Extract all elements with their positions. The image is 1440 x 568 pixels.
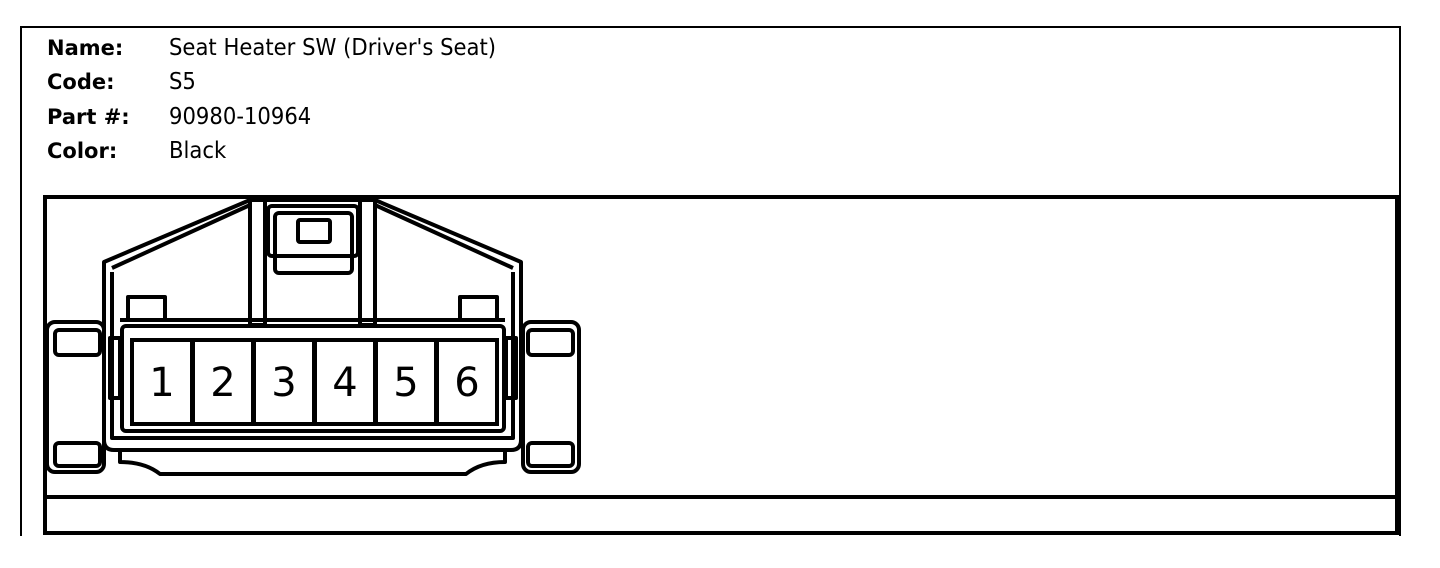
pin-label: 5	[393, 360, 418, 406]
pin-label: 1	[149, 360, 174, 406]
pin-label: 4	[332, 360, 357, 406]
pin-cell	[435, 338, 499, 426]
name-label: Name:	[47, 35, 124, 60]
pin-label: 3	[271, 360, 296, 406]
color-label: Color:	[47, 139, 118, 164]
housing-roof-left	[102, 198, 265, 305]
code-row: Code: S5	[47, 66, 747, 101]
pin-label: 6	[454, 360, 479, 406]
lock-tab-body	[273, 211, 354, 275]
side-latch-left-top	[53, 328, 102, 357]
connector-info-table: Name: Seat Heater SW (Driver's Seat) Cod…	[47, 31, 747, 169]
side-latch-right	[521, 320, 581, 474]
side-latch-right-bottom	[526, 441, 575, 468]
pin-labels: 1 2 3 4 5 6	[149, 360, 479, 406]
nub-right	[504, 336, 518, 400]
housing-skirt	[118, 450, 507, 476]
side-latch-left	[45, 320, 106, 474]
ledge-left	[126, 295, 167, 320]
pin-label: 2	[210, 360, 235, 406]
roof-inner-left	[111, 203, 251, 270]
color-value: Black	[169, 138, 227, 165]
housing-roof-right	[360, 198, 523, 305]
diagram-box	[43, 195, 1399, 535]
name-value: Seat Heater SW (Driver's Seat)	[169, 34, 497, 61]
pin-cells	[130, 338, 499, 426]
lock-tab-window	[296, 218, 332, 244]
connector-info-frame	[20, 26, 1401, 536]
bracket-right-post	[358, 198, 377, 327]
part-label: Part #:	[47, 104, 130, 129]
nub-left	[108, 336, 122, 400]
code-value: S5	[169, 69, 196, 96]
color-row: Color: Black	[47, 135, 747, 170]
bracket-left-post	[248, 198, 267, 327]
side-latch-right-top	[526, 328, 575, 357]
ledge-right	[458, 295, 499, 320]
connector-outline	[45, 198, 581, 476]
lock-tab-outer	[266, 204, 360, 258]
part-value: 90980-10964	[169, 103, 312, 130]
part-row: Part #: 90980-10964	[47, 100, 747, 135]
name-row: Name: Seat Heater SW (Driver's Seat)	[47, 31, 747, 66]
side-latch-left-bottom	[53, 441, 102, 468]
roof-inner-right	[374, 203, 514, 270]
code-label: Code:	[47, 70, 115, 95]
